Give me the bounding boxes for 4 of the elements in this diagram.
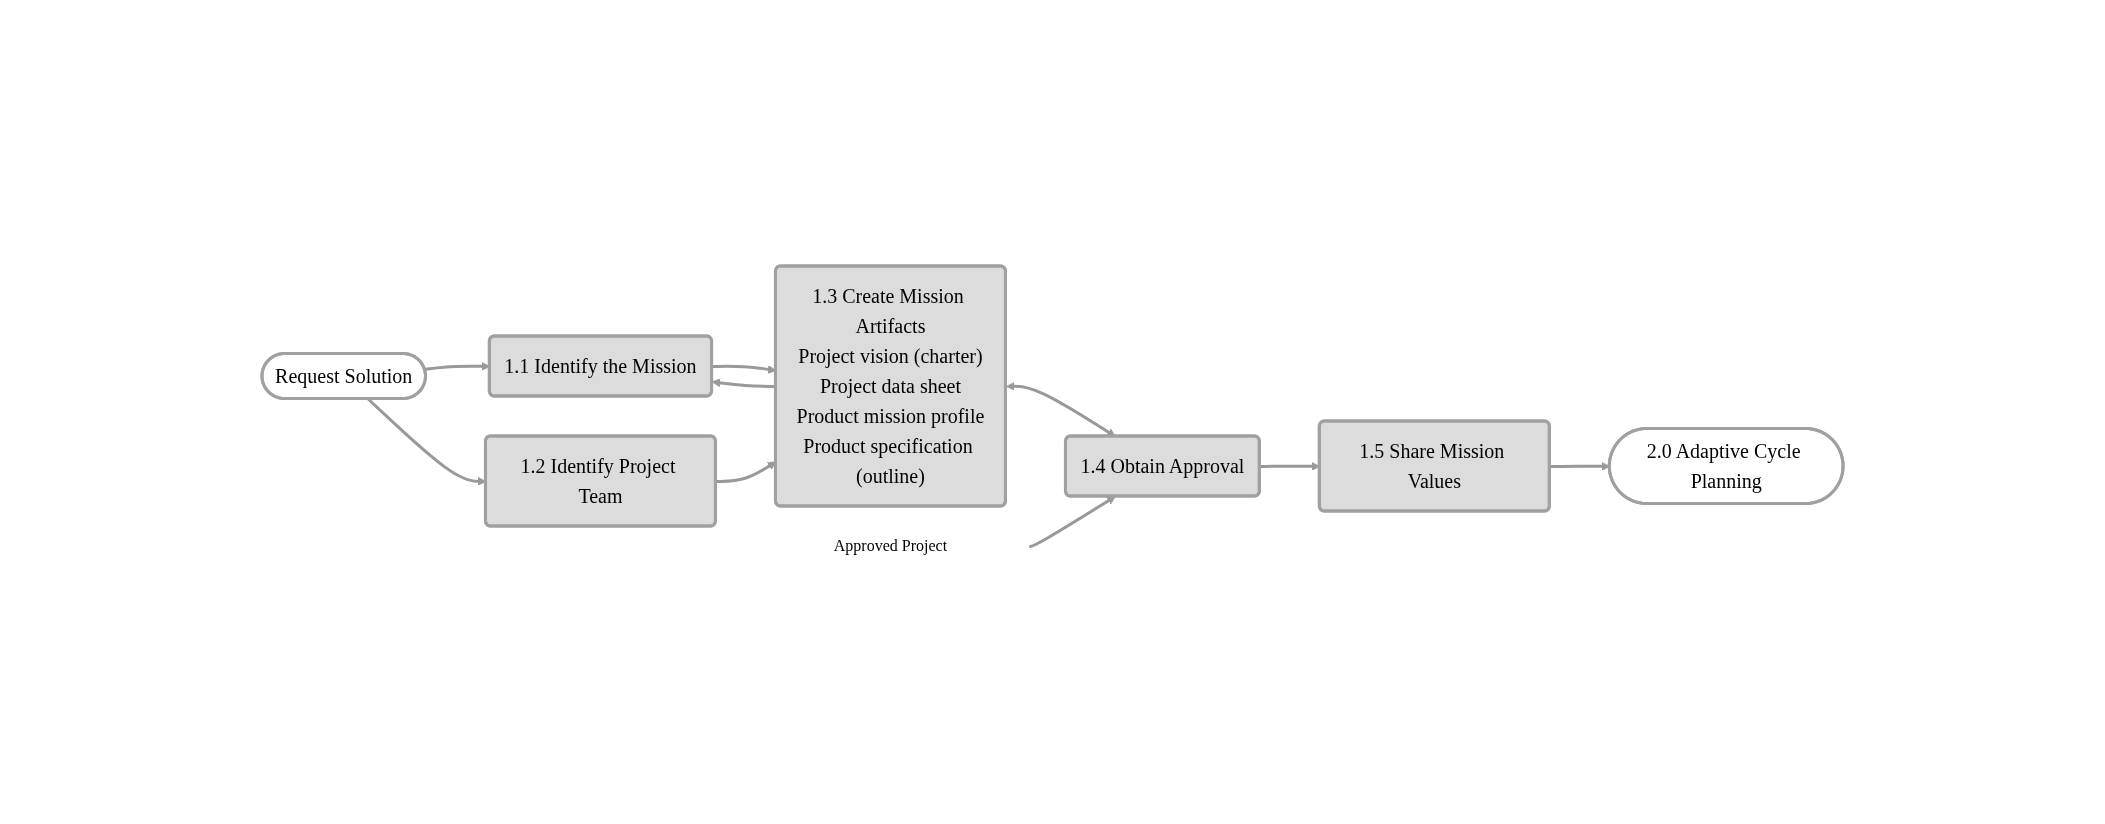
arrow [1005, 381, 1116, 437]
arrow [711, 378, 776, 388]
node-text: Approved Project [833, 537, 948, 554]
arrow [1028, 496, 1116, 548]
